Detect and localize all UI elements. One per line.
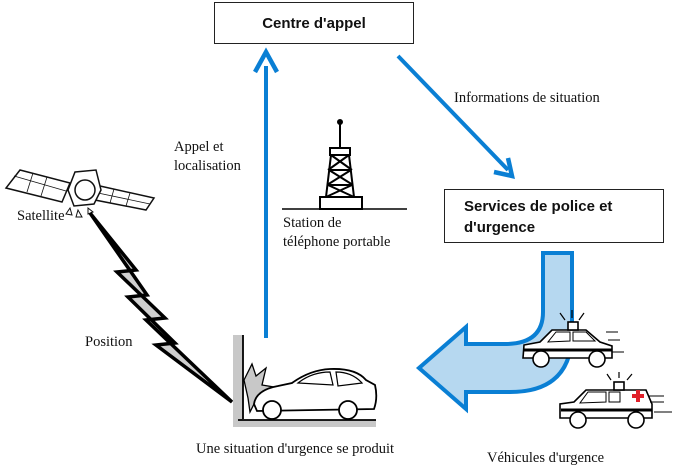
position-label: Position bbox=[85, 334, 133, 350]
call-and-location-line2: localisation bbox=[174, 158, 241, 174]
call-and-location-line1: Appel et bbox=[174, 139, 224, 155]
cell-tower-icon bbox=[282, 119, 407, 210]
emergency-services-label-line1: Services de police et bbox=[464, 198, 613, 215]
emergency-services-node: Services de police et d'urgence bbox=[444, 189, 664, 243]
car-crash-icon bbox=[233, 335, 378, 427]
call-and-location-label: Appel et localisation bbox=[174, 138, 241, 176]
emergency-services-label-line2: d'urgence bbox=[464, 219, 536, 236]
lightning-bolt-icon bbox=[88, 211, 234, 404]
dispatch-arrow bbox=[415, 251, 574, 414]
call-center-node: Centre d'appel bbox=[214, 2, 414, 44]
ambulance-icon bbox=[559, 372, 672, 429]
police-car-icon bbox=[522, 310, 624, 368]
emergency-vehicles-label: Véhicules d'urgence bbox=[487, 450, 605, 466]
cell-station-line2: téléphone portable bbox=[283, 234, 391, 250]
cell-station-line1: Station de bbox=[283, 215, 342, 231]
call-center-label: Centre d'appel bbox=[262, 14, 366, 32]
emergency-occurs-label: Une situation d'urgence se produit bbox=[196, 441, 395, 457]
cell-station-label: Station de téléphone portable bbox=[283, 214, 391, 252]
situation-info-label: Informations de situation bbox=[454, 90, 600, 106]
satellite-label: Satellite bbox=[17, 208, 65, 224]
info-arrow bbox=[396, 54, 515, 179]
satellite-icon bbox=[4, 169, 156, 218]
call-arrow bbox=[253, 47, 279, 338]
